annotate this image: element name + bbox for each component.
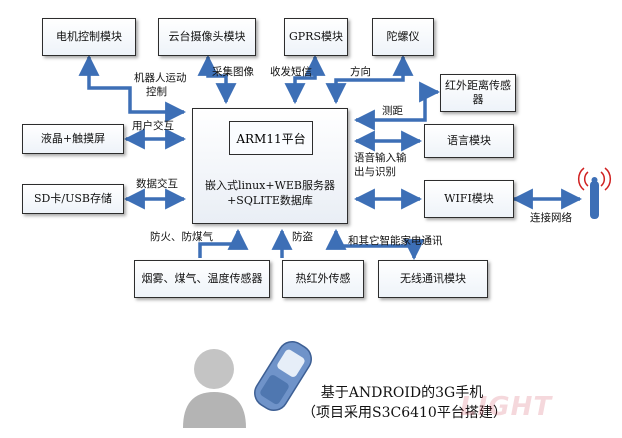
arm11-platform: ARM11平台 [229, 121, 313, 155]
arrow-camera [197, 54, 237, 105]
label-data-interaction: 数据交互 [136, 178, 178, 190]
camera-module: 云台摄像头模块 [158, 18, 256, 56]
label-capture-image: 采集图像 [212, 66, 254, 78]
core-line-1: 嵌入式linux+WEB服务器 [204, 179, 336, 192]
arrow-ir [353, 81, 441, 131]
wifi-module: WIFI模块 [424, 180, 514, 218]
person-icon [183, 349, 246, 428]
caption: 基于ANDROID的3G手机 （项目采用S3C6410平台搭建） [302, 384, 507, 423]
label-ranging: 测距 [382, 105, 403, 117]
label-robot-motion-line-1: 机器人运动 [134, 72, 187, 84]
label-appliance-comm: 和其它智能家电通讯 [348, 235, 443, 247]
label-network: 连接网络 [530, 212, 572, 224]
core-line-2: +SQLITE数据库 [227, 193, 313, 207]
label-robot-motion-line-2: 控制 [146, 85, 167, 98]
arrow-wireless [325, 228, 425, 261]
label-robot-motion: 机器人运动 控制 [134, 72, 187, 99]
gprs-module: GPRS模块 [284, 18, 348, 56]
label-voice-io-line-1: 语音输入输 [354, 152, 407, 164]
lcd-touchscreen-module: 液晶+触摸屏 [22, 124, 124, 154]
arrow-smoke [198, 228, 249, 258]
caption-line-2: （项目采用S3C6410平台搭建） [302, 404, 507, 421]
antenna-icon [577, 167, 612, 219]
caption-line-1: 基于ANDROID的3G手机 [320, 385, 484, 401]
label-voice-io: 语音输入输 出与识别 [354, 152, 407, 179]
label-user-interaction: 用户交互 [132, 120, 174, 132]
arrow-gprs [284, 54, 326, 105]
infrared-range-sensor: 红外距离传感器 [440, 74, 516, 112]
voice-module: 语言模块 [424, 124, 514, 158]
arrow-gyro [325, 54, 414, 105]
gyroscope-module: 陀螺仪 [372, 18, 434, 56]
core-platform: ARM11平台 嵌入式linux+WEB服务器 +SQLITE数据库 [192, 108, 348, 224]
label-sms: 收发短信 [270, 66, 312, 78]
phone-icon [254, 341, 312, 411]
label-fire-gas: 防火、防煤气 [150, 231, 213, 243]
wireless-comm-module: 无线通讯模块 [378, 260, 488, 298]
arrow-motor [78, 54, 187, 123]
watermark: LIGHT [460, 392, 553, 422]
sd-usb-storage-module: SD卡/USB存储 [22, 184, 124, 214]
pir-sensor: 热红外传感 [282, 260, 364, 298]
smoke-gas-temperature-sensor: 烟雾、煤气、温度传感器 [134, 260, 270, 298]
label-anti-theft: 防盗 [292, 231, 313, 243]
label-voice-io-line-2: 出与识别 [354, 165, 396, 178]
label-direction: 方向 [350, 66, 371, 78]
motor-control-module: 电机控制模块 [42, 18, 136, 56]
core-software: 嵌入式linux+WEB服务器 +SQLITE数据库 [193, 179, 347, 209]
